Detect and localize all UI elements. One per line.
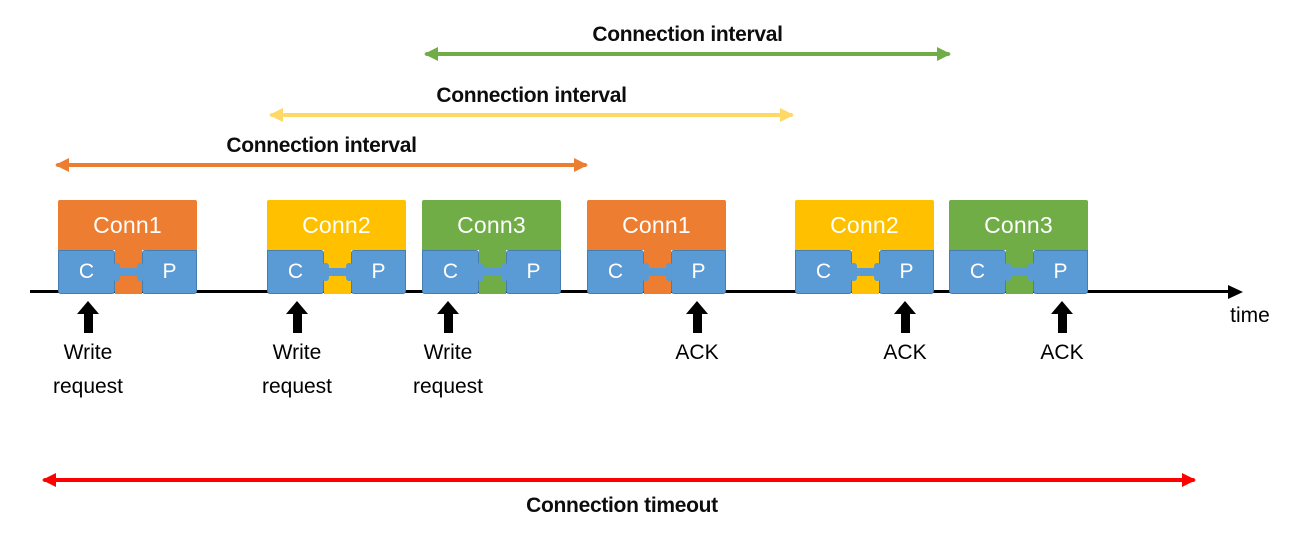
connection-interval-arrow-conn1: Connection interval — [55, 134, 588, 172]
ack-label: ACK — [883, 341, 927, 364]
link-nub-icon — [850, 263, 857, 281]
timeline-arrowhead-icon — [1228, 284, 1243, 299]
link-bridge-icon — [642, 268, 673, 276]
conn-block-label: Conn3 — [422, 200, 561, 250]
conn-event-block-conn3-2: Conn3 C P — [949, 200, 1088, 294]
ack-label: ACK — [675, 341, 719, 364]
link-nub-icon — [137, 263, 144, 281]
arrowhead-right-icon — [1182, 473, 1196, 487]
peripheral-node: P — [879, 250, 934, 294]
conn-block-nodes: C P — [949, 250, 1088, 294]
link-strip — [477, 250, 508, 294]
arrowhead-right-icon — [937, 47, 951, 61]
central-node: C — [58, 250, 115, 294]
link-nub-icon — [1028, 263, 1035, 281]
link-nub-icon — [642, 263, 649, 281]
conn-block-nodes: C P — [267, 250, 406, 294]
ack-arrow-icon — [894, 301, 916, 333]
conn-block-label: Conn2 — [267, 200, 406, 250]
connection-interval-arrow-conn2: Connection interval — [269, 84, 794, 122]
conn-event-block-conn1-2: Conn1 C P — [587, 200, 726, 294]
peripheral-node: P — [506, 250, 561, 294]
connection-interval-label: Connection interval — [226, 134, 417, 157]
conn-block-nodes: C P — [422, 250, 561, 294]
conn-block-label: Conn1 — [587, 200, 726, 250]
link-nub-icon — [1004, 263, 1011, 281]
connection-timeout-arrow: Connection timeout — [42, 473, 1196, 517]
link-bridge-icon — [850, 268, 881, 276]
conn-block-label: Conn2 — [795, 200, 934, 250]
connection-timeout-label: Connection timeout — [526, 494, 718, 517]
link-strip — [1004, 250, 1035, 294]
link-nub-icon — [477, 263, 484, 281]
conn-event-block-conn3-1: Conn3 C P — [422, 200, 561, 294]
link-nub-icon — [874, 263, 881, 281]
link-nub-icon — [346, 263, 353, 281]
peripheral-node: P — [671, 250, 726, 294]
link-nub-icon — [666, 263, 673, 281]
arrowhead-left-icon — [269, 108, 283, 122]
conn-block-nodes: C P — [587, 250, 726, 294]
peripheral-node: P — [1033, 250, 1088, 294]
write-request-arrow-icon — [77, 301, 99, 333]
conn-block-label: Conn1 — [58, 200, 197, 250]
arrowhead-left-icon — [424, 47, 438, 61]
link-strip — [322, 250, 353, 294]
central-node: C — [949, 250, 1006, 294]
connection-interval-label: Connection interval — [436, 84, 627, 107]
conn-block-nodes: C P — [795, 250, 934, 294]
write-request-arrow-icon — [437, 301, 459, 333]
time-axis-label: time — [1230, 304, 1270, 327]
link-strip — [113, 250, 144, 294]
link-nub-icon — [322, 263, 329, 281]
arrowhead-right-icon — [574, 158, 588, 172]
conn-block-nodes: C P — [58, 250, 197, 294]
link-strip — [642, 250, 673, 294]
link-bridge-icon — [1004, 268, 1035, 276]
ack-arrow-icon — [1051, 301, 1073, 333]
conn-block-label: Conn3 — [949, 200, 1088, 250]
link-bridge-icon — [477, 268, 508, 276]
link-bridge-icon — [113, 268, 144, 276]
link-bridge-icon — [322, 268, 353, 276]
peripheral-node: P — [142, 250, 197, 294]
central-node: C — [587, 250, 644, 294]
ack-arrow-icon — [686, 301, 708, 333]
central-node: C — [795, 250, 852, 294]
peripheral-node: P — [351, 250, 406, 294]
connection-interval-label: Connection interval — [592, 23, 783, 46]
conn-event-block-conn2-2: Conn2 C P — [795, 200, 934, 294]
central-node: C — [422, 250, 479, 294]
write-request-arrow-icon — [286, 301, 308, 333]
conn-event-block-conn2-1: Conn2 C P — [267, 200, 406, 294]
link-nub-icon — [113, 263, 120, 281]
arrowhead-left-icon — [55, 158, 69, 172]
arrowhead-left-icon — [42, 473, 56, 487]
link-nub-icon — [501, 263, 508, 281]
ack-label: ACK — [1040, 341, 1084, 364]
arrowhead-right-icon — [780, 108, 794, 122]
central-node: C — [267, 250, 324, 294]
conn-event-block-conn1-1: Conn1 C P — [58, 200, 197, 294]
connection-interval-arrow-conn3: Connection interval — [424, 23, 951, 61]
link-strip — [850, 250, 881, 294]
